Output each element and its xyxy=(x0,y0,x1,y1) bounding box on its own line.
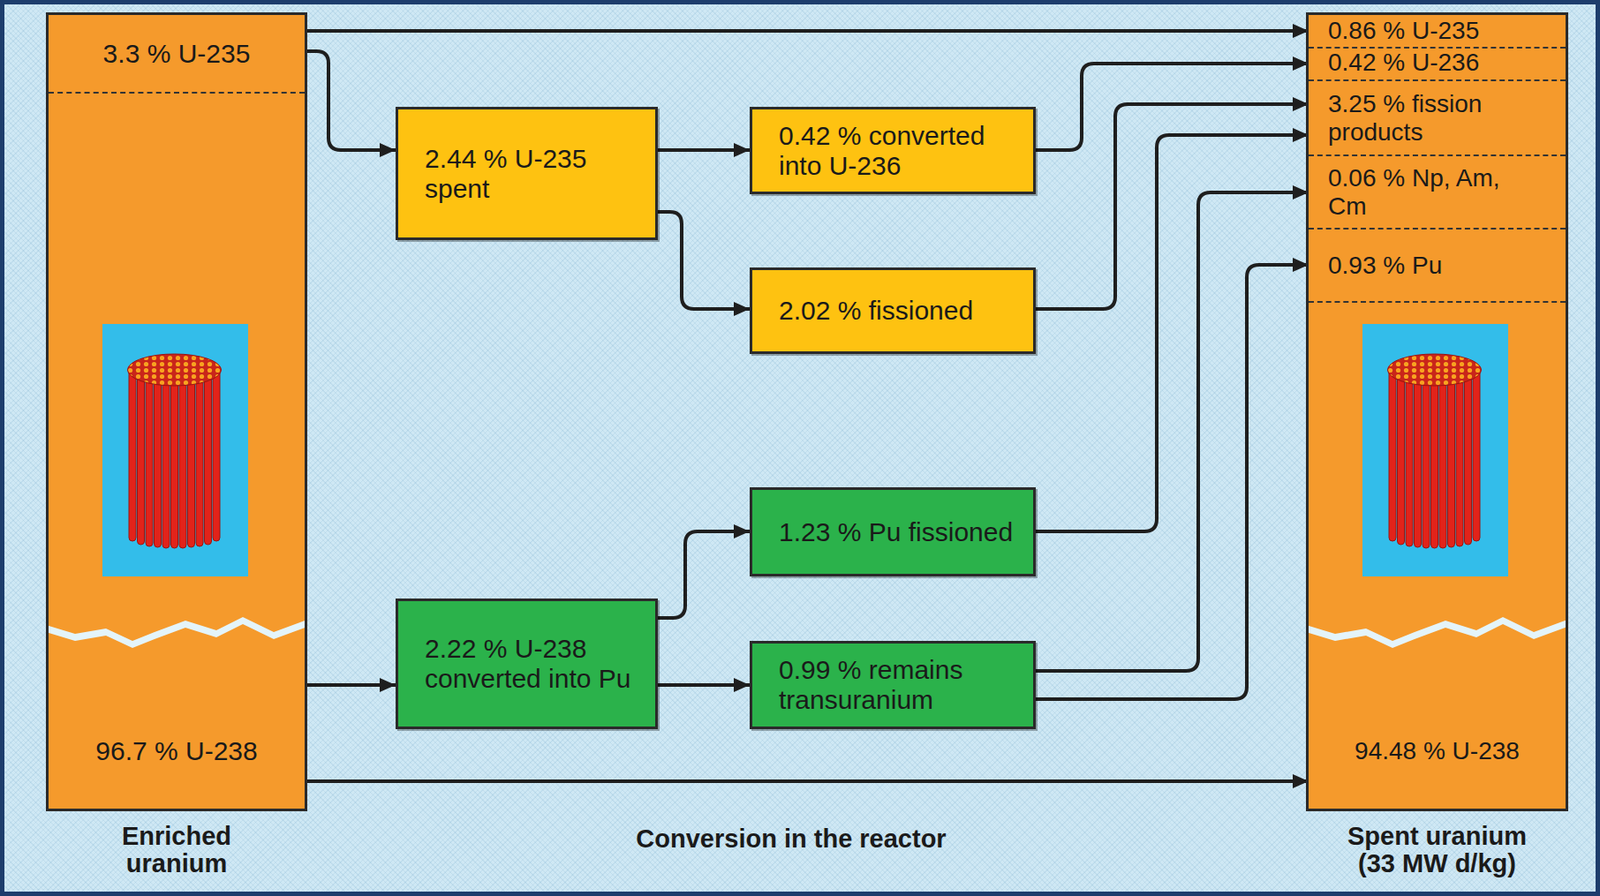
node-text: 94.48 % U-238 xyxy=(1354,737,1520,765)
node-text: 2.22 % U-238 converted into Pu xyxy=(424,633,645,694)
isotope-band: 94.48 % U-238 xyxy=(1308,657,1566,809)
caption: Conversion in the reactor xyxy=(635,825,946,853)
flow-arrow xyxy=(657,148,750,152)
process-box: 2.02 % fissioned xyxy=(749,267,1036,355)
flow-arrow xyxy=(657,531,750,619)
flow-arrow xyxy=(304,683,396,687)
heading-slot: Spent uranium (33 MW d/kg) xyxy=(1290,822,1584,879)
node-text: 3.3 % U-235 xyxy=(103,38,251,69)
flow-arrow xyxy=(1035,63,1309,151)
isotope-band: 3.3 % U-235 xyxy=(48,15,305,94)
isotope-band: 0.06 % Np, Am, Cm xyxy=(1308,156,1566,230)
fuel-column: Enriched uranium3.3 % U-23596.7 % U-238 xyxy=(45,12,308,812)
isotope-band: 0.93 % Pu xyxy=(1308,229,1566,303)
fuel-column-fill xyxy=(45,12,308,812)
flow-arrow xyxy=(304,51,396,151)
process-box: 0.99 % remains transuranium xyxy=(749,641,1036,730)
node-text: 0.86 % U-235 xyxy=(1328,16,1480,45)
node-text: 0.42 % converted into U-236 xyxy=(778,120,1011,181)
flow-arrow xyxy=(304,779,1309,784)
break-line xyxy=(1305,617,1568,649)
flow-arrow xyxy=(657,683,750,687)
process-box: 2.22 % U-238 converted into Pu xyxy=(395,598,658,730)
fuel-bundle xyxy=(102,324,249,577)
node-text: 2.44 % U-235 spent xyxy=(424,143,611,204)
node-text: 2.02 % fissioned xyxy=(778,295,974,326)
node-text: 0.06 % Np, Am, Cm xyxy=(1328,164,1523,220)
fuel-bundle xyxy=(1362,324,1509,577)
node-text: 1.23 % Pu fissioned xyxy=(778,517,1013,548)
node-text: 0.42 % U-236 xyxy=(1328,48,1480,76)
column-heading: Enriched uranium xyxy=(75,822,279,879)
node-text: 96.7 % U-238 xyxy=(95,736,257,767)
flow-arrow xyxy=(1035,135,1309,532)
fuel-column-fill xyxy=(1305,12,1569,812)
process-box: 1.23 % Pu fissioned xyxy=(749,487,1036,577)
node-text: 0.99 % remains transuranium xyxy=(778,655,1011,715)
isotope-band: 3.25 % fission products xyxy=(1308,81,1566,157)
break-line xyxy=(45,617,308,649)
flow-arrow xyxy=(1035,264,1309,700)
flow-arrow xyxy=(304,29,1309,33)
column-heading: Spent uranium (33 MW d/kg) xyxy=(1335,822,1540,879)
caption-slot: Conversion in the reactor xyxy=(494,825,1088,853)
heading-slot: Enriched uranium xyxy=(30,822,323,879)
isotope-band: 96.7 % U-238 xyxy=(48,657,305,809)
process-box: 0.42 % converted into U-236 xyxy=(749,106,1036,195)
flow-arrow xyxy=(657,211,750,310)
node-text: 3.25 % fission products xyxy=(1328,90,1523,146)
node-text: 0.93 % Pu xyxy=(1328,251,1442,280)
isotope-band: 0.42 % U-236 xyxy=(1308,45,1566,82)
process-box: 2.44 % U-235 spent xyxy=(395,106,658,241)
fuel-column: Spent uranium (33 MW d/kg)0.86 % U-2350.… xyxy=(1305,12,1569,812)
isotope-band: 0.86 % U-235 xyxy=(1308,15,1566,49)
